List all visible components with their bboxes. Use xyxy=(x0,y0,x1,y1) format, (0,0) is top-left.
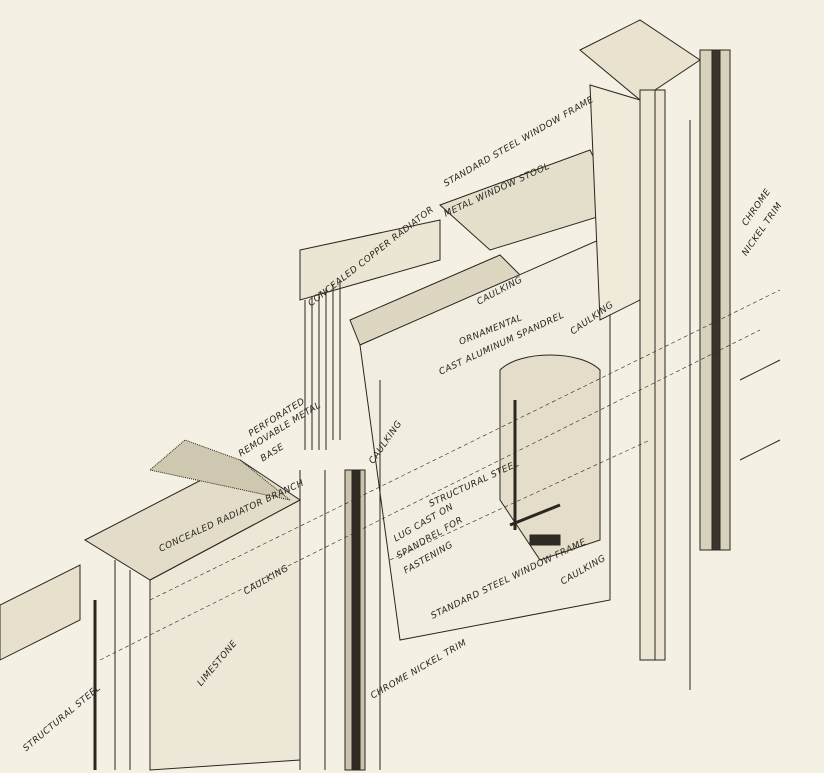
radiator-fins xyxy=(304,280,341,450)
floor-slab xyxy=(0,564,81,661)
cutaway-structural-steel xyxy=(499,354,601,561)
chrome-trim-column xyxy=(639,89,666,661)
limestone-sloped-sill xyxy=(148,439,291,501)
copper-radiator xyxy=(299,219,441,301)
